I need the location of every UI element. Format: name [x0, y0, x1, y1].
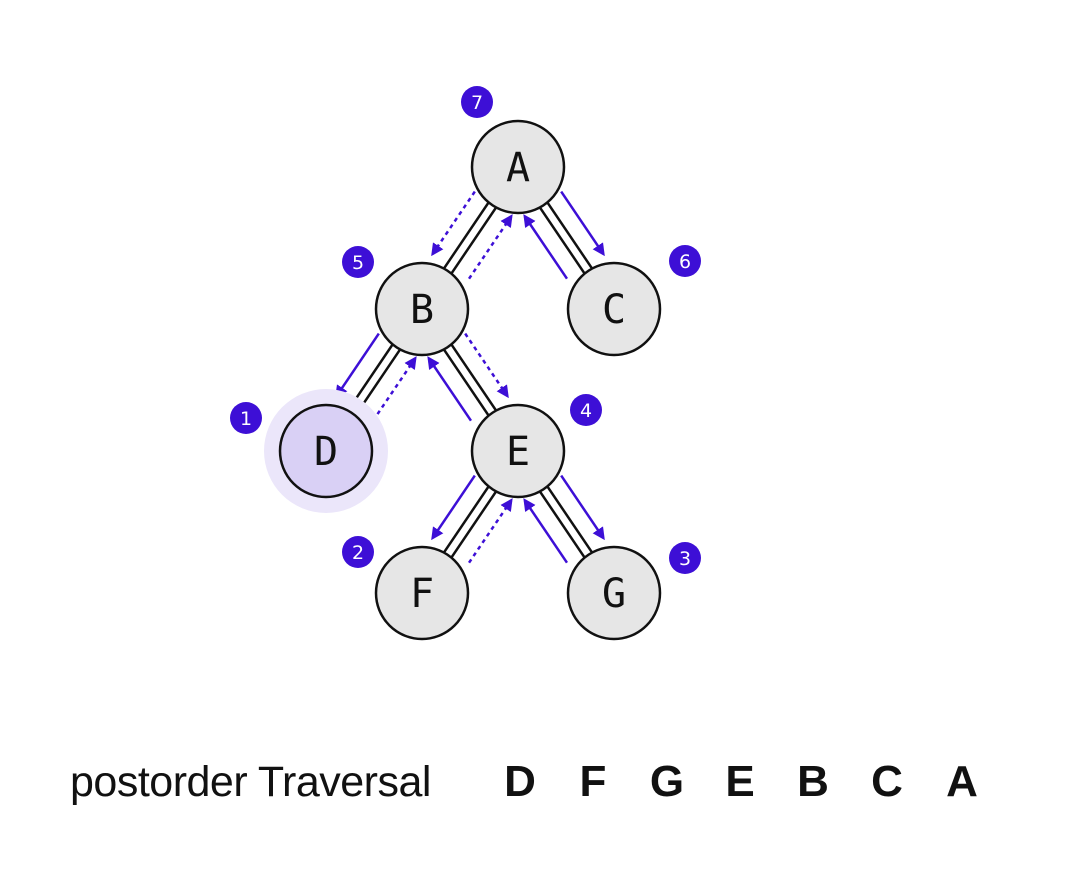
edge-a-c-down-arrow	[560, 190, 605, 257]
node-e	[470, 403, 566, 499]
node-d-label: D	[314, 429, 338, 475]
node-e-label: E	[506, 429, 530, 475]
caption-title: postorder Traversal	[70, 758, 431, 806]
node-f	[374, 545, 470, 641]
node-b-order-number: 5	[352, 252, 364, 274]
sequence-item-7: A	[946, 757, 978, 806]
edge-e-g-up-arrow	[523, 498, 569, 564]
node-g-label: G	[602, 571, 626, 617]
node-e-order-number: 4	[580, 400, 592, 422]
edge-b-d-down-arrow	[335, 332, 380, 399]
edge-e-g-down-arrow	[560, 474, 605, 541]
node-b	[374, 261, 470, 357]
node-b-order-badge	[342, 246, 374, 278]
edge-b-e-down-arrow	[464, 332, 509, 399]
node-a-order-number: 7	[471, 92, 483, 114]
node-d	[278, 403, 374, 499]
edge-e-f-down-arrow	[431, 474, 476, 541]
node-g-order-badge	[669, 542, 701, 574]
node-a	[470, 119, 566, 215]
sequence-item-5: B	[797, 757, 829, 806]
node-f-order-badge	[342, 536, 374, 568]
node-c-order-number: 6	[679, 251, 691, 273]
order-badges: 7 5 6 1 4 2 3	[230, 86, 701, 574]
node-d-order-number: 1	[240, 408, 252, 430]
node-g	[566, 545, 662, 641]
node-d-order-badge	[230, 402, 262, 434]
node-a-order-badge	[461, 86, 493, 118]
sequence-item-6: C	[871, 757, 903, 806]
node-c-label: C	[602, 287, 626, 333]
edge-a-b-up-arrow	[467, 214, 513, 280]
node-c	[566, 261, 662, 357]
node-a-label: A	[506, 145, 530, 191]
edge-b-e-up-arrow	[427, 356, 473, 422]
sequence-item-1: D	[504, 757, 536, 806]
tree-nodes: A B C D E F G	[264, 119, 662, 641]
sequence-item-4: E	[725, 757, 755, 806]
node-g-order-number: 3	[679, 548, 691, 570]
sequence-item-3: G	[649, 757, 685, 806]
traversal-arrows	[335, 190, 605, 564]
node-e-order-badge	[570, 394, 602, 426]
edge-e-f-up-arrow	[467, 498, 513, 564]
node-c-order-badge	[669, 245, 701, 277]
node-f-order-number: 2	[352, 542, 364, 564]
edge-a-c-up-arrow	[523, 214, 569, 280]
node-b-label: B	[410, 287, 434, 333]
node-f-label: F	[410, 571, 434, 617]
tree-edges	[321, 163, 619, 597]
sequence-item-2: F	[579, 757, 607, 806]
edge-b-d-up-arrow	[371, 356, 417, 422]
edge-a-b-down-arrow	[431, 190, 476, 257]
